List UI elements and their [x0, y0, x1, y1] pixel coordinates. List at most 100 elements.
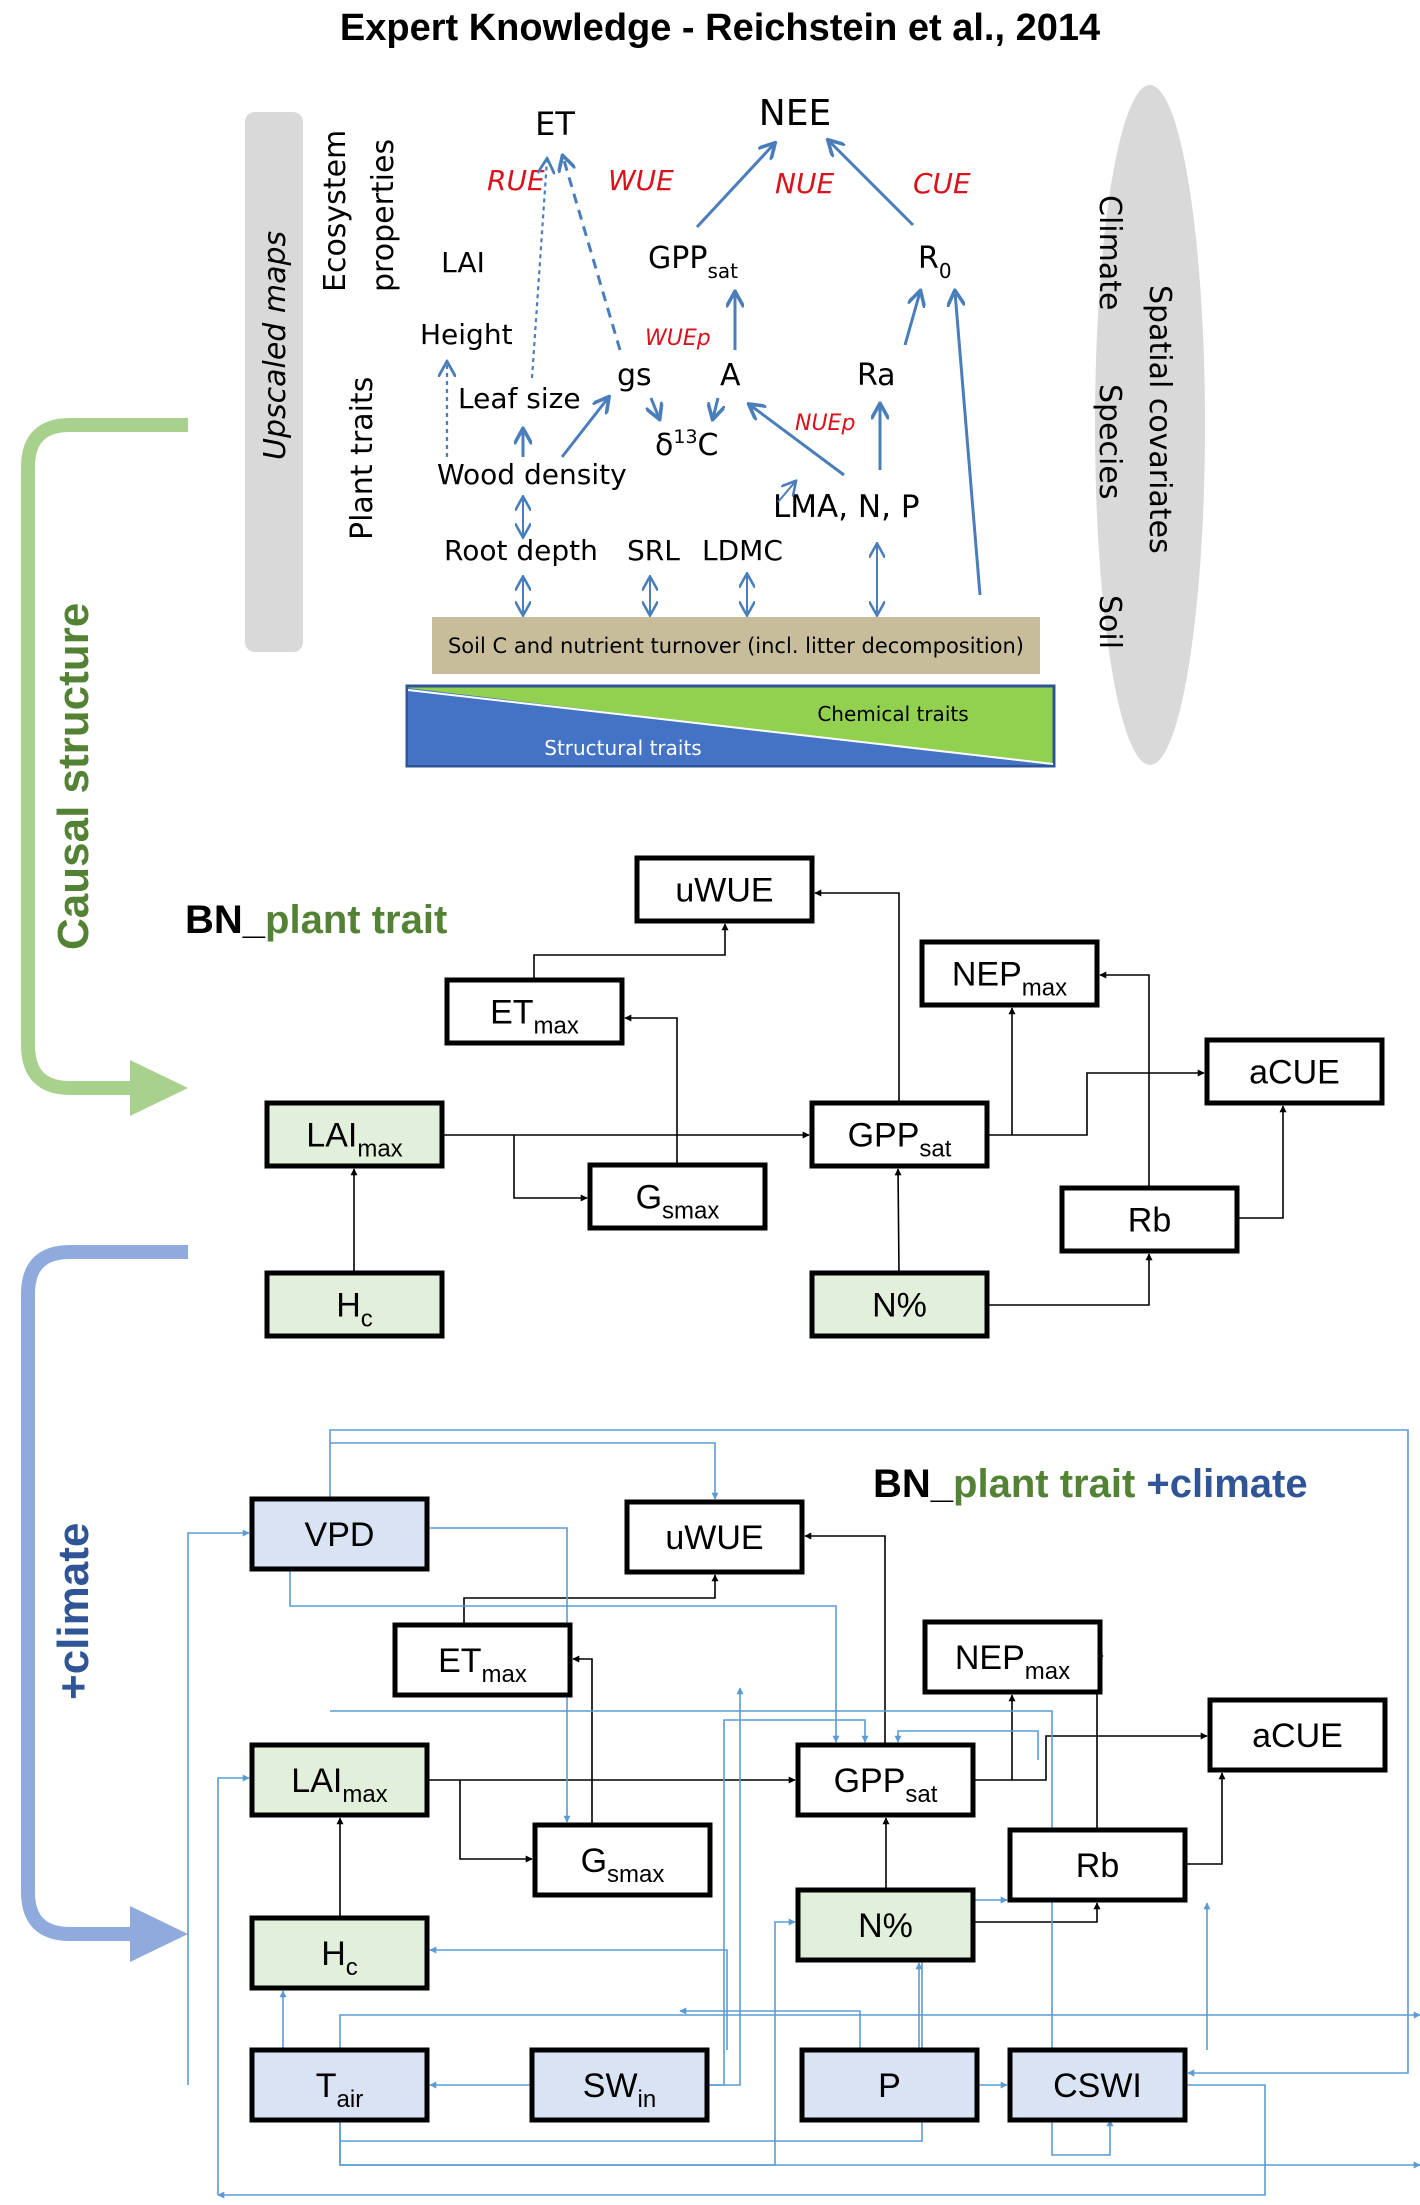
- node-et: ETmax: [444, 977, 625, 1046]
- edge-rb-to-acue: [1185, 1772, 1226, 1865]
- node-label: LAImax: [291, 1762, 387, 1808]
- bn2-title: BN_plant trait +climate: [873, 1462, 1308, 1506]
- edge-swin-to-hc: [429, 1946, 728, 2050]
- node-label: Rb: [1076, 1847, 1119, 1885]
- node-label-main: P: [878, 2067, 901, 2105]
- node-label: aCUE: [1249, 1054, 1340, 1092]
- label-rue: RUE: [487, 164, 545, 197]
- edge-swin-up: [707, 1687, 744, 2086]
- node-gs: Gsmax: [587, 1162, 768, 1231]
- node-n: N%: [795, 1887, 976, 1963]
- chemical-traits-label: Chemical traits: [817, 702, 968, 726]
- edge-n-to-rb: [987, 1253, 1153, 1306]
- node-box: [795, 1742, 976, 1818]
- node-label-main: Rb: [1128, 1202, 1171, 1240]
- node-label-main: ET: [490, 994, 533, 1032]
- node-gpp: GPPsat: [809, 1100, 990, 1169]
- arrow-lma-to-a: [750, 405, 845, 477]
- node-et: ET: [535, 105, 575, 143]
- climate-label: +climate: [49, 1523, 98, 1700]
- node-box: [795, 1887, 976, 1963]
- spatial-covariates-label: Spatial covariates: [1142, 285, 1177, 554]
- node-gpp: GPPsat: [795, 1742, 976, 1818]
- node-label-main: NEP: [955, 1639, 1025, 1677]
- node-p: P: [799, 2047, 980, 2123]
- structural-traits-label: Structural traits: [544, 736, 701, 760]
- node-label-sub: max: [342, 1781, 387, 1808]
- node-swin: SWin: [529, 2047, 710, 2123]
- node-box: [809, 1100, 990, 1169]
- edge-tair-to-n: [339, 1918, 796, 2166]
- soil-box: [432, 617, 1040, 674]
- edge-et-to-uwue: [463, 1574, 719, 1625]
- edge-p-left: [679, 2007, 861, 2050]
- node-box: [249, 2047, 430, 2123]
- arrow-ra-to-r0: [903, 292, 920, 346]
- node-label-main: G: [636, 1179, 662, 1217]
- node-label: uWUE: [665, 1519, 763, 1557]
- node-label: Hc: [336, 1287, 373, 1333]
- node-label: Rb: [1128, 1202, 1171, 1240]
- node-box: [1007, 1827, 1188, 1903]
- edge-gpp-to-uwue: [804, 1532, 886, 1745]
- node-label: SWin: [583, 2067, 656, 2113]
- label-wuep: WUEp: [645, 326, 711, 351]
- climate-arrow: +climate: [21, 1245, 188, 1962]
- node-label-main: H: [336, 1287, 361, 1325]
- node-label: GPPsat: [834, 1762, 938, 1808]
- edge-gs-to-et: [572, 1655, 593, 1825]
- node-lai: LAI: [441, 246, 485, 279]
- label-nue: NUE: [775, 167, 834, 200]
- node-box: [532, 1822, 713, 1898]
- node-box: [1007, 2047, 1188, 2123]
- covariate-soil: Soil: [1092, 595, 1127, 649]
- node-uwue: uWUE: [634, 855, 815, 924]
- node-box: [919, 939, 1100, 1008]
- edge-gpp-to-acue: [973, 1732, 1208, 1781]
- node-box: [264, 1100, 445, 1169]
- node-label-main: GPP: [834, 1762, 906, 1800]
- node-box: [249, 1742, 430, 1818]
- bn1-edges: [350, 889, 1287, 1306]
- node-r0: R0: [918, 241, 952, 283]
- expert-arrows: [447, 141, 982, 614]
- node-et: ETmax: [392, 1622, 573, 1698]
- node-label-main: aCUE: [1249, 1054, 1340, 1092]
- node-box: [264, 1270, 445, 1339]
- node-label-sub: smax: [607, 1861, 664, 1888]
- edge-cswi-to-lai: [217, 1774, 250, 2195]
- node-label: uWUE: [675, 872, 773, 910]
- edge-gs-to-et: [624, 1014, 678, 1165]
- node-cswi: CSWI: [1007, 2047, 1188, 2123]
- node-label-sub: max: [1025, 1658, 1070, 1685]
- node-rb: Rb: [1007, 1827, 1188, 1903]
- node-label-main: aCUE: [1252, 1717, 1343, 1755]
- edge-lai-to-gs: [513, 1135, 588, 1202]
- arrow-r0-to-nee: [829, 141, 915, 227]
- edge-et-to-uwue: [533, 923, 729, 980]
- edge-tair-to-vpd: [187, 1529, 250, 2085]
- node-label-sub: max: [1022, 975, 1067, 1002]
- expert-knowledge-panel: Upscaled maps Ecosystem properties Plant…: [245, 85, 1205, 768]
- edge-lai-to-gs: [459, 1780, 533, 1863]
- node-nep: NEPmax: [922, 1619, 1103, 1695]
- arrow-wood-to-gs: [560, 398, 608, 458]
- node-nee: NEE: [759, 93, 831, 134]
- node-gpp-sat: GPPsat: [648, 241, 738, 283]
- ecosystem-properties-label-line2: properties: [366, 139, 401, 292]
- edge-rb-to-acue: [1237, 1105, 1287, 1219]
- node-label: N%: [872, 1287, 927, 1325]
- label-cue: CUE: [913, 167, 971, 200]
- upscaled-maps-pill: [245, 112, 303, 652]
- node-wood-density: Wood density: [437, 458, 627, 491]
- node-tair: Tair: [249, 2047, 430, 2123]
- node-label-sub: c: [361, 1306, 373, 1333]
- node-box: [634, 855, 815, 924]
- node-gs: Gsmax: [532, 1822, 713, 1898]
- edge-tair-bottom: [339, 2120, 1420, 2169]
- node-label: ETmax: [490, 994, 579, 1040]
